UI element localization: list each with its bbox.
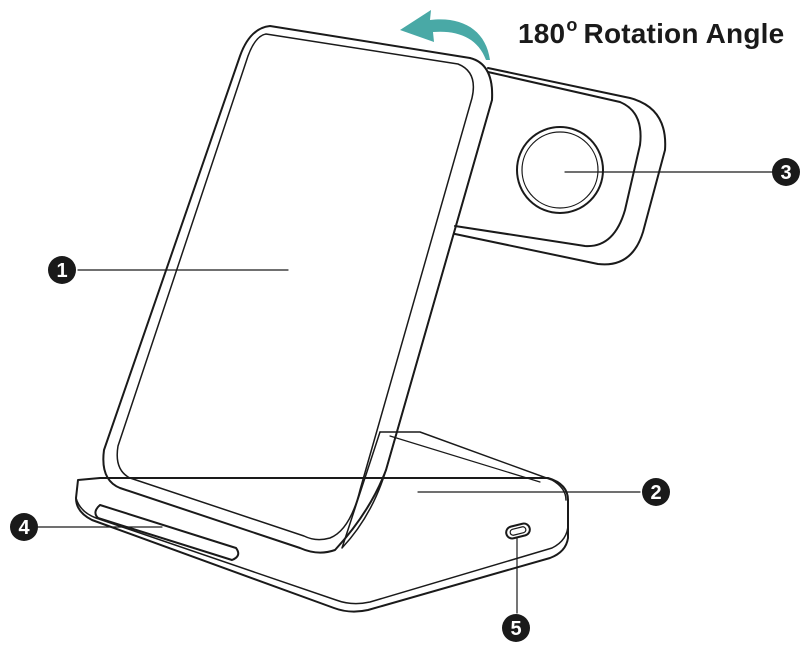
watch-charger-module <box>454 67 667 266</box>
callout-1-number: 1 <box>56 260 67 282</box>
phone-charger-panel <box>102 25 494 554</box>
callout-2-number: 2 <box>650 482 661 504</box>
front-slot <box>94 504 240 561</box>
callout-5: 5 <box>502 614 530 642</box>
charging-base <box>75 431 569 613</box>
callout-2: 2 <box>642 478 670 506</box>
rotation-angle-label: Rotation Angle <box>583 18 785 49</box>
curved-arrow-icon <box>400 10 490 60</box>
usb-c-port <box>505 522 531 540</box>
callout-3: 3 <box>772 158 800 186</box>
watch-charging-pad <box>516 126 604 214</box>
callout-5-number: 5 <box>510 618 521 640</box>
callout-3-number: 3 <box>780 162 791 184</box>
callout-1: 1 <box>48 256 76 284</box>
degree-symbol: o <box>566 15 578 35</box>
rotation-angle-value: 180 <box>518 18 566 49</box>
callout-4: 4 <box>10 513 38 541</box>
callout-leaders <box>37 171 781 614</box>
callout-4-number: 4 <box>18 517 30 539</box>
